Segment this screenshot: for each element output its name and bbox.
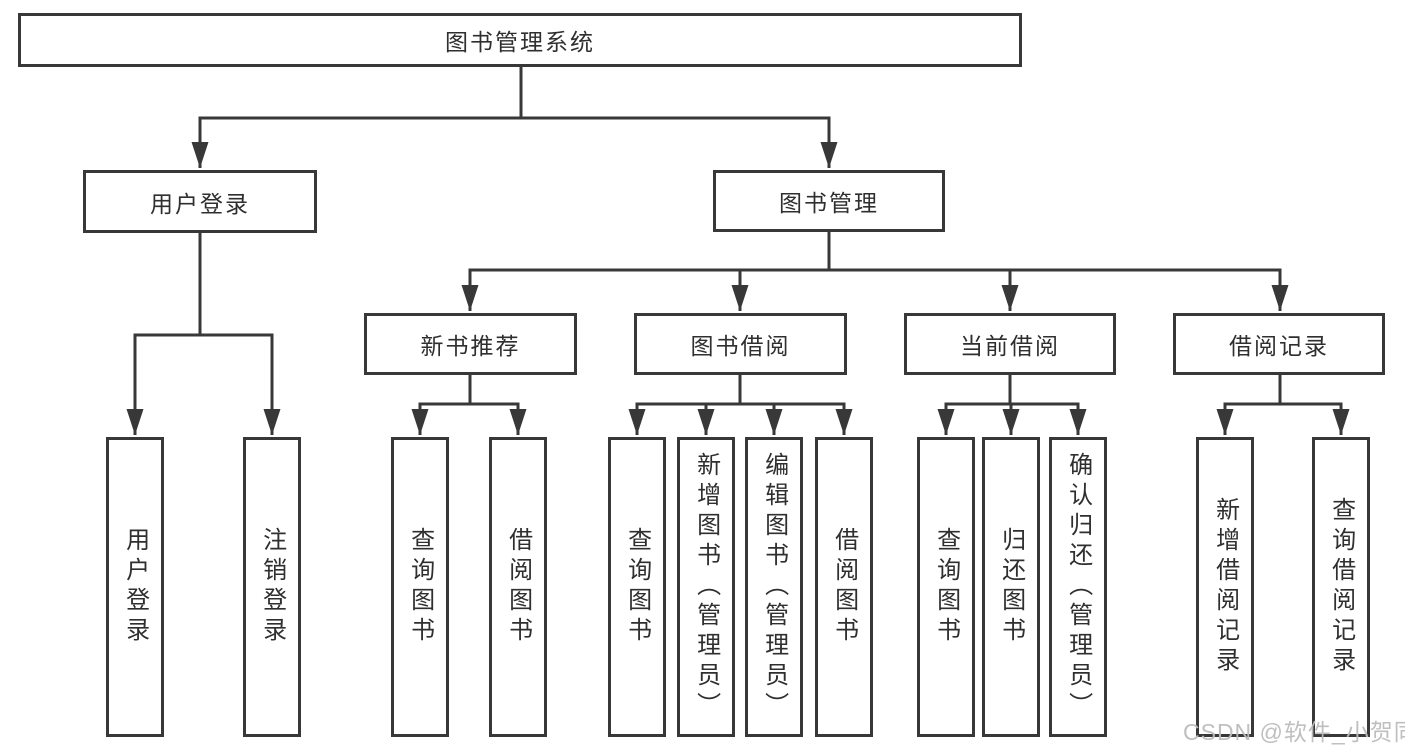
- leaf-recommend-borrow-books-label: 借阅图书: [504, 527, 532, 647]
- leaf-borrow-query-books-label: 查询图书: [623, 527, 651, 647]
- leaf-logout-login-label: 注销登录: [258, 527, 286, 647]
- node-current-borrow-label: 当前借阅: [960, 333, 1060, 359]
- leaf-add-borrow-record: 新增借阅记录: [1196, 437, 1254, 737]
- leaf-edit-book-admin: 编辑图书（管理员）: [745, 437, 803, 737]
- leaf-recommend-query-books-label: 查询图书: [406, 527, 434, 647]
- leaf-edit-book-admin-label: 编辑图书（管理员）: [760, 452, 788, 722]
- leaf-current-query-books: 查询图书: [917, 437, 975, 737]
- leaf-borrow-books-label: 借阅图书: [830, 527, 858, 647]
- node-book-borrow: 图书借阅: [634, 313, 847, 375]
- leaf-add-book-admin: 新增图书（管理员）: [677, 437, 735, 737]
- leaf-confirm-return-admin: 确认归还（管理员）: [1049, 437, 1107, 737]
- leaf-user-login: 用户登录: [106, 437, 164, 737]
- leaf-return-book: 归还图书: [982, 437, 1040, 737]
- leaf-borrow-books: 借阅图书: [815, 437, 873, 737]
- node-user-login: 用户登录: [83, 170, 317, 233]
- node-library-system: 图书管理系统: [18, 13, 1022, 67]
- leaf-add-book-admin-label: 新增图书（管理员）: [692, 452, 720, 722]
- node-book-management: 图书管理: [713, 170, 945, 232]
- csdn-watermark: CSDN @软件_小贺同学: [1183, 719, 1405, 745]
- leaf-query-borrow-record: 查询借阅记录: [1312, 437, 1370, 737]
- leaf-current-query-books-label: 查询图书: [932, 527, 960, 647]
- leaf-add-borrow-record-label: 新增借阅记录: [1211, 497, 1239, 677]
- leaf-recommend-query-books: 查询图书: [391, 437, 449, 737]
- leaf-borrow-query-books: 查询图书: [608, 437, 666, 737]
- node-current-borrow: 当前借阅: [904, 313, 1116, 375]
- leaf-return-book-label: 归还图书: [997, 527, 1025, 647]
- node-book-borrow-label: 图书借阅: [690, 333, 791, 359]
- leaf-logout-login: 注销登录: [243, 437, 301, 737]
- node-new-book-recommend: 新书推荐: [364, 313, 577, 375]
- leaf-recommend-borrow-books: 借阅图书: [489, 437, 547, 737]
- node-library-system-label: 图书管理系统: [445, 29, 595, 55]
- leaf-user-login-label: 用户登录: [121, 527, 149, 647]
- node-new-book-recommend-label: 新书推荐: [420, 333, 521, 359]
- leaf-confirm-return-admin-label: 确认归还（管理员）: [1064, 452, 1092, 722]
- leaf-query-borrow-record-label: 查询借阅记录: [1327, 497, 1355, 677]
- node-book-management-label: 图书管理: [779, 190, 879, 216]
- node-user-login-label: 用户登录: [150, 190, 250, 217]
- node-borrow-records: 借阅记录: [1173, 313, 1385, 375]
- node-borrow-records-label: 借阅记录: [1229, 333, 1329, 359]
